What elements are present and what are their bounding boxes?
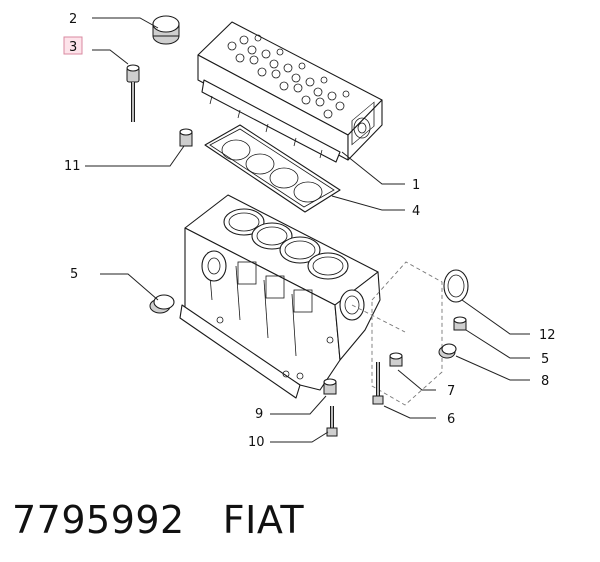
callout-11: 11 [64, 159, 81, 174]
callout-1: 1 [412, 178, 420, 193]
callout-10: 10 [248, 435, 265, 450]
leader-lines [85, 17, 530, 443]
part-number: 7795992 [12, 498, 185, 542]
callout-12: 12 [539, 328, 556, 343]
part-7-bush [389, 352, 403, 367]
cylinder-head [197, 21, 383, 163]
callout-7: 7 [447, 384, 455, 399]
callout-5-right: 5 [541, 352, 549, 367]
part-caption: 7795992 FIAT [12, 490, 304, 550]
callout-labels: 2 3 11 5 1 4 12 5 8 7 6 9 10 [63, 12, 556, 450]
callout-8: 8 [541, 374, 549, 389]
callout-5-left: 5 [70, 267, 78, 282]
callout-6: 6 [447, 412, 455, 427]
valve-rows [227, 34, 350, 119]
callout-3-highlight [63, 36, 83, 55]
part-5-plug-right [453, 316, 467, 331]
part-10-stud [326, 406, 338, 437]
part-9-plug [323, 378, 337, 395]
part-5-plug-left [149, 294, 175, 314]
engine-block [179, 194, 381, 399]
part-12-seal [443, 269, 469, 303]
part-6-bolt [372, 362, 384, 405]
part-2-cap [152, 15, 180, 45]
exploded-parts-diagram: 2 3 11 5 1 4 12 5 8 7 6 9 10 [63, 12, 556, 450]
callout-3: 3 [69, 40, 77, 55]
callout-4: 4 [412, 204, 420, 219]
part-8-core-plug [438, 343, 457, 359]
callout-2: 2 [69, 12, 77, 27]
brand-name: FIAT [222, 498, 305, 542]
part-11-dowel [179, 128, 193, 147]
callout-9: 9 [255, 407, 263, 422]
head-studs [209, 95, 323, 159]
part-3-bolt [126, 64, 140, 122]
rear-cover-outline [351, 261, 443, 406]
head-gasket [204, 124, 341, 213]
